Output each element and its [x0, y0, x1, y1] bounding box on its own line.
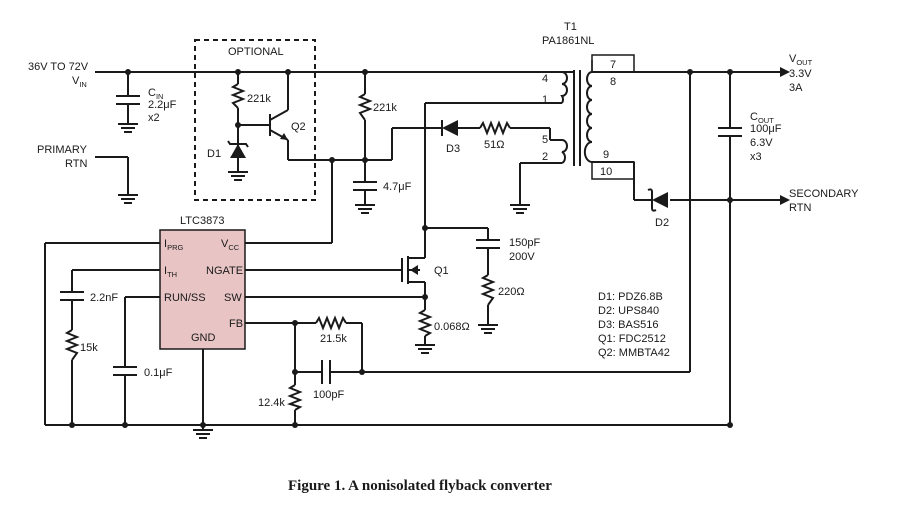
resistor-51-ohm — [479, 120, 511, 136]
pin-fb: FB — [229, 318, 243, 330]
vout-current: 3A — [789, 82, 803, 94]
r-221k-label: 221k — [373, 102, 397, 114]
vout-voltage: 3.3V — [789, 68, 812, 80]
resistor-221k-optional — [230, 83, 246, 109]
figure-caption: Figure 1. A nonisolated flyback converte… — [288, 478, 552, 494]
pin-runss: RUN/SS — [164, 292, 206, 304]
r-221k-optional-label: 221k — [247, 93, 271, 105]
q2-label: Q2 — [291, 121, 306, 133]
d2-schottky-diode — [647, 188, 668, 212]
ground-symbol — [355, 204, 375, 214]
resistor-12-4k — [286, 384, 303, 411]
capacitor-2-2nf — [60, 291, 84, 301]
optional-label: OPTIONAL — [228, 46, 284, 58]
pin-gnd: GND — [191, 332, 216, 344]
capacitor-0-1uf — [113, 366, 137, 376]
pin-1-label: 1 — [542, 94, 548, 106]
resistor-21-5k — [315, 315, 347, 331]
wires — [44, 60, 780, 430]
pin-9-label: 9 — [603, 149, 609, 161]
cin-capacitor — [116, 95, 140, 105]
labels: 36V TO 72V VIN PRIMARY RTN CIN 2.2μF x2 … — [28, 21, 859, 494]
r-12-4k-label: 12.4k — [258, 397, 285, 409]
resistor-220-ohm — [480, 274, 496, 306]
d1-label: D1 — [207, 148, 221, 160]
r-51-label: 51Ω — [484, 139, 504, 151]
resistor-15k — [64, 329, 80, 361]
c-100pf-label: 100pF — [313, 389, 344, 401]
t1-part-label: PA1861NL — [542, 35, 594, 47]
d3-label: D3 — [446, 143, 460, 155]
part-list-item: Q1: FDC2512 — [598, 333, 666, 345]
ic-name: LTC3873 — [180, 215, 224, 227]
r-220-label: 220Ω — [498, 286, 525, 298]
pin-8-label: 8 — [610, 76, 616, 88]
resistor-sense — [417, 309, 433, 337]
pin-ith: ITH — [164, 265, 177, 279]
capacitor-4-7uf — [353, 181, 377, 191]
primary-rtn-line1: PRIMARY — [37, 144, 88, 156]
pin-10-label: 10 — [600, 166, 612, 178]
ground-symbol — [193, 429, 213, 439]
part-list-item: D3: BAS516 — [598, 319, 659, 331]
pin-7-label: 7 — [610, 59, 616, 71]
part-list-item: D2: UPS840 — [598, 305, 659, 317]
pin-vcc: VCC — [221, 238, 240, 252]
ground-symbol — [118, 123, 138, 133]
cin-qty: x2 — [148, 112, 160, 124]
d3-diode — [441, 120, 462, 136]
capacitor-100pf — [321, 360, 331, 384]
r-21-5k-label: 21.5k — [320, 333, 347, 345]
part-list-item: Q2: MMBTA42 — [598, 347, 670, 359]
secondary-rtn-line1: SECONDARY — [789, 188, 859, 200]
cout-value: 100μF — [750, 123, 782, 135]
secondary-rtn-arrow-icon — [780, 195, 790, 205]
cout-qty: x3 — [750, 151, 762, 163]
cout-name: COUT — [750, 111, 774, 125]
c-150pf-value: 150pF — [509, 237, 540, 249]
q1-mosfet — [401, 256, 425, 284]
ground-symbol — [118, 194, 138, 204]
pin-2-label: 2 — [542, 151, 548, 163]
d2-label: D2 — [655, 217, 669, 229]
ground-symbol — [415, 344, 435, 354]
c-0-1uf-label: 0.1μF — [144, 367, 173, 379]
pin-iprg: IPRG — [164, 238, 183, 252]
transformer-t1 — [560, 54, 635, 180]
junction-dots — [69, 69, 733, 428]
r-sense-label: 0.068Ω — [434, 321, 470, 333]
vout-label: VOUT — [789, 53, 813, 67]
vout-arrow-icon — [780, 67, 790, 77]
secondary-rtn-line2: RTN — [789, 202, 811, 214]
capacitor-150pf — [476, 239, 500, 249]
c-4-7uf-label: 4.7μF — [383, 181, 412, 193]
cin-value: 2.2μF — [148, 99, 177, 111]
r-15k-label: 15k — [80, 342, 98, 354]
optional-box — [194, 39, 316, 201]
c-2-2nf-label: 2.2nF — [90, 292, 118, 304]
cin-name: CIN — [148, 87, 163, 101]
t1-label: T1 — [564, 21, 577, 33]
primary-rtn-line2: RTN — [65, 158, 87, 170]
input-voltage-label: 36V TO 72V — [28, 61, 89, 73]
part-list-item: D1: PDZ6.8B — [598, 291, 663, 303]
ground-symbol — [510, 204, 530, 214]
q1-label: Q1 — [434, 265, 449, 277]
vin-label: VIN — [72, 75, 87, 89]
cout-capacitor — [718, 127, 742, 137]
d1-zener-diode — [227, 140, 249, 158]
q2-transistor — [269, 109, 289, 141]
ltc3873-ic — [159, 229, 246, 350]
pin-5-label: 5 — [542, 134, 548, 146]
pin-4-label: 4 — [542, 73, 548, 85]
pin-ngate: NGATE — [206, 265, 243, 277]
c-150pf-voltage: 200V — [509, 251, 535, 263]
resistor-221k — [357, 93, 373, 121]
ground-symbol — [478, 324, 498, 334]
pin-sw: SW — [224, 292, 242, 304]
cout-voltage: 6.3V — [750, 137, 773, 149]
ground-symbol — [228, 171, 248, 181]
